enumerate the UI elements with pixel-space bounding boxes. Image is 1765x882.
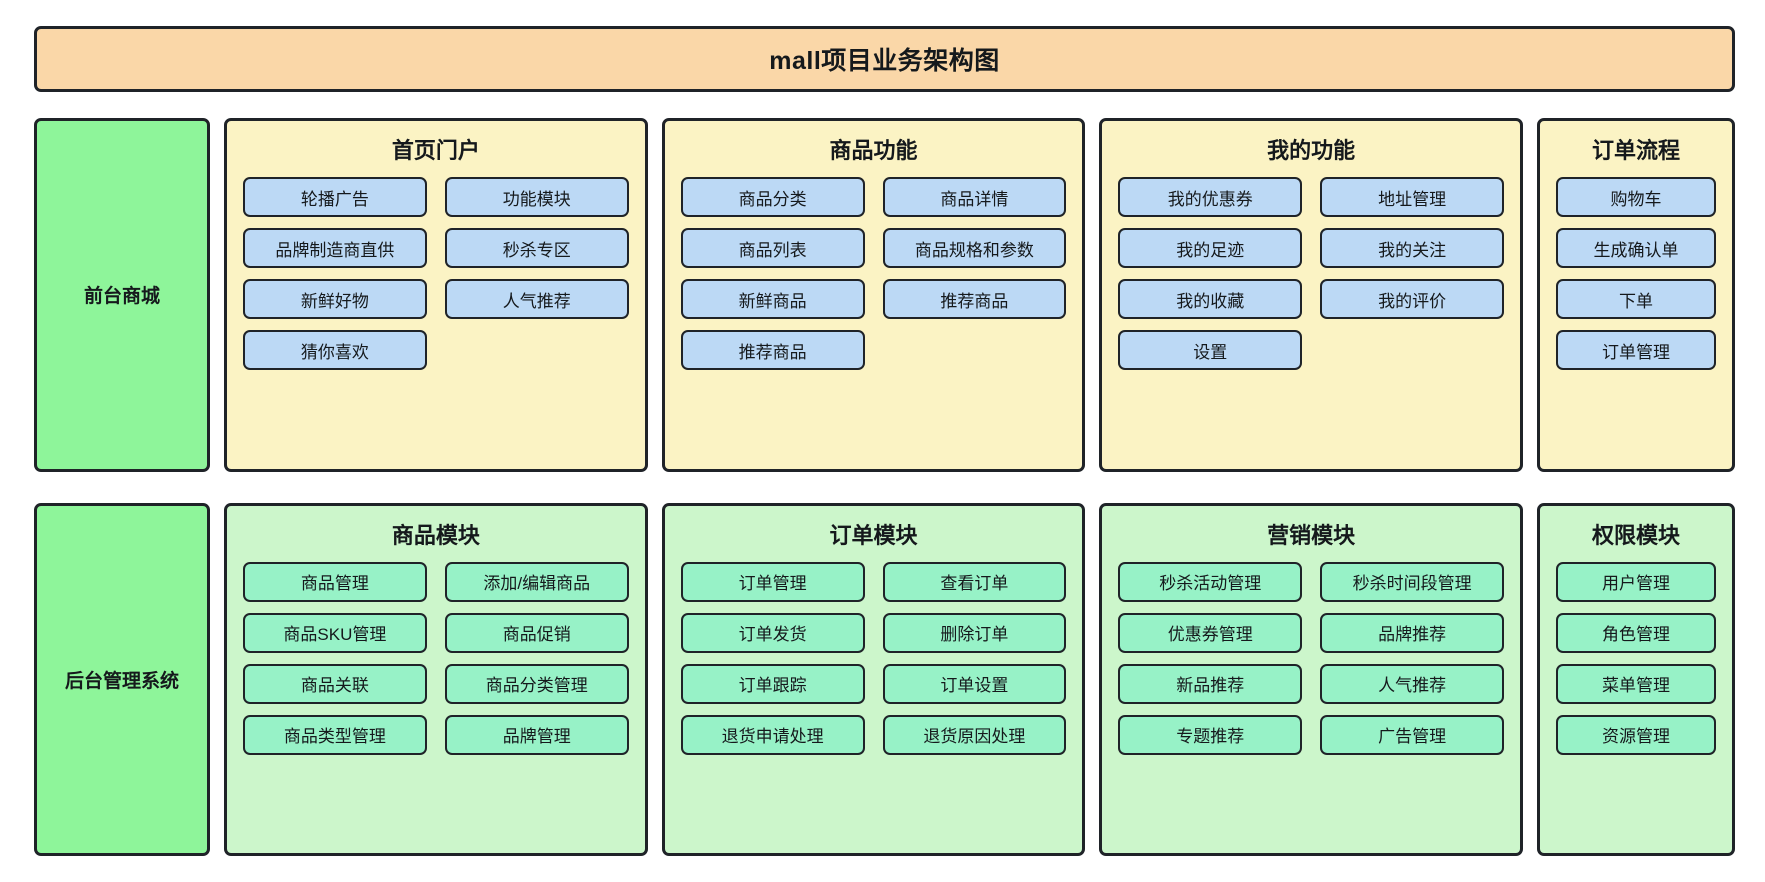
module-item[interactable]: 商品分类 (680, 177, 865, 217)
module-item[interactable]: 商品关联 (243, 663, 427, 704)
module-item[interactable]: 优惠券管理 (1118, 612, 1303, 653)
module-item[interactable]: 新鲜好物 (243, 279, 427, 319)
module-item[interactable]: 猜你喜欢 (243, 330, 427, 370)
module-item[interactable]: 订单发货 (680, 612, 865, 653)
group-title: 订单流程 (1592, 138, 1681, 163)
module-item[interactable]: 我的优惠券 (1118, 177, 1303, 217)
module-item[interactable]: 角色管理 (1556, 612, 1717, 653)
group-items: 用户管理 角色管理 菜单管理 资源管理 (1556, 561, 1717, 755)
module-item[interactable]: 订单设置 (882, 663, 1067, 704)
module-item[interactable]: 秒杀专区 (444, 228, 629, 268)
group-my-features: 我的功能 我的优惠券 地址管理 我的足迹 我的关注 我的收藏 我的评价 设置 (1099, 118, 1524, 472)
group-order-module: 订单模块 订单管理 查看订单 订单发货 删除订单 订单跟踪 订单设置 退货申请处… (661, 502, 1086, 856)
module-item[interactable]: 我的收藏 (1118, 279, 1303, 319)
module-item[interactable]: 品牌制造商直供 (243, 228, 427, 268)
group-order-flow: 订单流程 购物车 生成确认单 下单 订单管理 (1537, 118, 1736, 472)
module-item[interactable]: 商品规格和参数 (882, 228, 1067, 268)
module-item[interactable]: 购物车 (1556, 177, 1717, 217)
module-item[interactable]: 订单跟踪 (680, 663, 865, 704)
module-item[interactable]: 新鲜商品 (680, 279, 865, 319)
module-item[interactable]: 推荐商品 (680, 330, 865, 370)
module-item[interactable]: 轮播广告 (243, 177, 427, 217)
module-item[interactable]: 品牌管理 (444, 714, 629, 755)
group-items: 我的优惠券 地址管理 我的足迹 我的关注 我的收藏 我的评价 设置 (1118, 177, 1504, 370)
module-item[interactable]: 品牌推荐 (1320, 612, 1504, 653)
module-item[interactable]: 设置 (1118, 330, 1303, 370)
module-item[interactable]: 专题推荐 (1118, 714, 1303, 755)
module-item[interactable]: 订单管理 (680, 561, 865, 602)
group-items: 商品管理 添加/编辑商品 商品SKU管理 商品促销 商品关联 商品分类管理 商品… (243, 561, 629, 755)
group-title: 首页门户 (391, 138, 480, 163)
group-product-features: 商品功能 商品分类 商品详情 商品列表 商品规格和参数 新鲜商品 推荐商品 推荐… (661, 118, 1086, 472)
group-permission-module: 权限模块 用户管理 角色管理 菜单管理 资源管理 (1537, 502, 1736, 856)
group-items: 购物车 生成确认单 下单 订单管理 (1556, 177, 1717, 370)
module-item[interactable]: 新品推荐 (1118, 663, 1303, 704)
module-item[interactable]: 商品列表 (680, 228, 865, 268)
tier-backend: 后台管理系统 商品模块 商品管理 添加/编辑商品 商品SKU管理 商品促销 商品… (34, 502, 1736, 856)
tier-frontend: 前台商城 首页门户 轮播广告 功能模块 品牌制造商直供 秒杀专区 新鲜好物 人气… (34, 118, 1736, 472)
group-product-module: 商品模块 商品管理 添加/编辑商品 商品SKU管理 商品促销 商品关联 商品分类… (224, 502, 648, 856)
module-item[interactable]: 人气推荐 (444, 279, 629, 319)
module-item[interactable]: 商品分类管理 (444, 663, 629, 704)
module-item[interactable]: 退货申请处理 (680, 714, 865, 755)
module-item[interactable]: 资源管理 (1556, 714, 1717, 755)
group-marketing-module: 营销模块 秒杀活动管理 秒杀时间段管理 优惠券管理 品牌推荐 新品推荐 人气推荐… (1099, 502, 1524, 856)
group-title: 订单模块 (829, 522, 918, 548)
group-title: 我的功能 (1267, 138, 1356, 163)
group-homepage-portal: 首页门户 轮播广告 功能模块 品牌制造商直供 秒杀专区 新鲜好物 人气推荐 猜你… (224, 118, 648, 472)
group-items: 轮播广告 功能模块 品牌制造商直供 秒杀专区 新鲜好物 人气推荐 猜你喜欢 (243, 177, 629, 370)
module-item[interactable]: 我的评价 (1320, 279, 1504, 319)
module-item[interactable]: 商品类型管理 (243, 714, 427, 755)
tier-label-frontend: 前台商城 (34, 118, 210, 472)
module-item[interactable]: 生成确认单 (1556, 228, 1717, 268)
group-title: 商品功能 (829, 138, 918, 163)
module-item[interactable]: 商品促销 (444, 612, 629, 653)
module-item[interactable]: 秒杀时间段管理 (1320, 561, 1504, 602)
module-item[interactable]: 商品详情 (882, 177, 1067, 217)
module-item[interactable]: 人气推荐 (1320, 663, 1504, 704)
group-items: 商品分类 商品详情 商品列表 商品规格和参数 新鲜商品 推荐商品 推荐商品 (680, 177, 1067, 370)
module-item[interactable]: 商品SKU管理 (243, 612, 427, 653)
tier-label-backend: 后台管理系统 (34, 502, 210, 856)
group-items: 秒杀活动管理 秒杀时间段管理 优惠券管理 品牌推荐 新品推荐 人气推荐 专题推荐… (1118, 561, 1504, 755)
module-item[interactable]: 下单 (1556, 279, 1717, 319)
module-item[interactable]: 菜单管理 (1556, 663, 1717, 704)
module-item[interactable]: 功能模块 (444, 177, 629, 217)
module-item[interactable]: 秒杀活动管理 (1118, 561, 1303, 602)
group-title: 商品模块 (391, 522, 480, 548)
module-item[interactable]: 添加/编辑商品 (444, 561, 629, 602)
module-item[interactable]: 用户管理 (1556, 561, 1717, 602)
module-item[interactable]: 我的足迹 (1118, 228, 1303, 268)
group-title: 权限模块 (1592, 522, 1681, 548)
group-title: 营销模块 (1267, 522, 1356, 548)
module-item[interactable]: 广告管理 (1320, 714, 1504, 755)
module-item[interactable]: 我的关注 (1320, 228, 1504, 268)
module-item[interactable]: 删除订单 (882, 612, 1067, 653)
module-item[interactable]: 商品管理 (243, 561, 427, 602)
module-item[interactable]: 查看订单 (882, 561, 1067, 602)
group-items: 订单管理 查看订单 订单发货 删除订单 订单跟踪 订单设置 退货申请处理 退货原… (680, 561, 1067, 755)
module-item[interactable]: 地址管理 (1320, 177, 1504, 217)
diagram-title: mall项目业务架构图 (34, 26, 1735, 92)
module-item[interactable]: 推荐商品 (882, 279, 1067, 319)
module-item[interactable]: 退货原因处理 (882, 714, 1067, 755)
module-item[interactable]: 订单管理 (1556, 330, 1717, 370)
